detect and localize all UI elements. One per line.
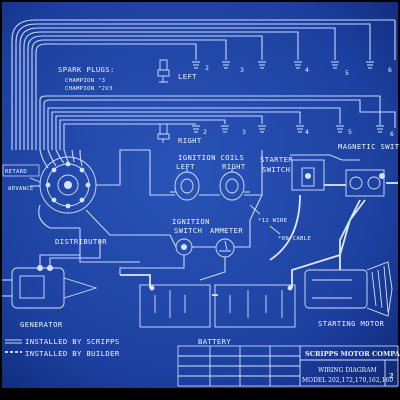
ignition-coil-right [219,168,250,201]
coil-left-label: LEFT [176,162,195,171]
model-number: MODEL 202,172,170,162,160 [302,377,393,384]
ammeter-label: AMMETER [210,226,243,235]
plug-number: 2 [203,128,207,136]
sheet-number: 2 [389,372,394,380]
starter-switch-label: STARTER [260,155,293,164]
right-plug-label: RIGHT [178,136,202,145]
top-plug-harness [11,19,396,150]
ignition-switch-label: SWITCH [174,226,202,235]
battery-label: BATTERY [198,337,231,346]
distributor [38,149,150,236]
generator [2,265,98,309]
starter-switch-label: SWITCH [262,165,290,174]
plug-number: 5 [348,128,352,136]
magnetic-switch-label: MAGNETIC SWITCH [338,142,400,151]
plug-number: 2 [205,64,209,72]
spark-plug-right [157,123,170,143]
plug-number: 6 [390,130,394,138]
spark-plug-left [157,59,170,83]
ignition-switch-label: IGNITION [172,217,210,226]
plug-number: 4 [305,128,309,136]
coil-right-label: RIGHT [222,162,246,171]
starting-motor [304,261,393,317]
spark-plugs-line: CHAMPION "3 [65,78,105,84]
cable-00-label: *00 CABLE [278,236,311,242]
wire-12-label: *12 WIRE [258,218,288,224]
retard-box [2,164,40,177]
plug-number: 3 [240,66,244,74]
legend [5,339,22,353]
panel-wiring [79,194,263,281]
spark-plugs-title: SPARK PLUGS: [58,65,115,74]
ignition-coil-left [170,168,200,201]
generator-label: GENERATOR [20,320,63,329]
magnetic-switch [345,169,385,197]
mid-plug-row [192,125,384,133]
ignition-coils-label: IGNITION COILS [178,153,244,162]
starting-motor-label: STARTING MOTOR [318,319,384,328]
plug-number: 3 [242,128,246,136]
mid-plug-harness [39,95,396,150]
left-plug-label: LEFT [178,72,197,81]
plug-number: 5 [345,69,349,77]
advance-arrow [29,177,41,187]
legend-scripps: INSTALLED BY SCRIPPS [25,337,120,346]
plug-number: 4 [305,66,309,74]
plug-number: 6 [388,66,392,74]
distributor-label: DISTRIBUTOR [55,237,107,246]
advance-label: ADVANCE [8,186,34,192]
company-name: SCRIPPS MOTOR COMPANY [305,350,400,358]
legend-builder: INSTALLED BY BUILDER [25,349,120,358]
retard-label: RETARD [5,169,27,175]
spark-plugs-line: CHAMPION "2V3 [65,86,113,92]
drawing-title: WIRING DIAGRAM [318,367,377,374]
title-block [177,345,399,387]
starter-switch [291,159,325,191]
top-plug-row [192,61,374,69]
